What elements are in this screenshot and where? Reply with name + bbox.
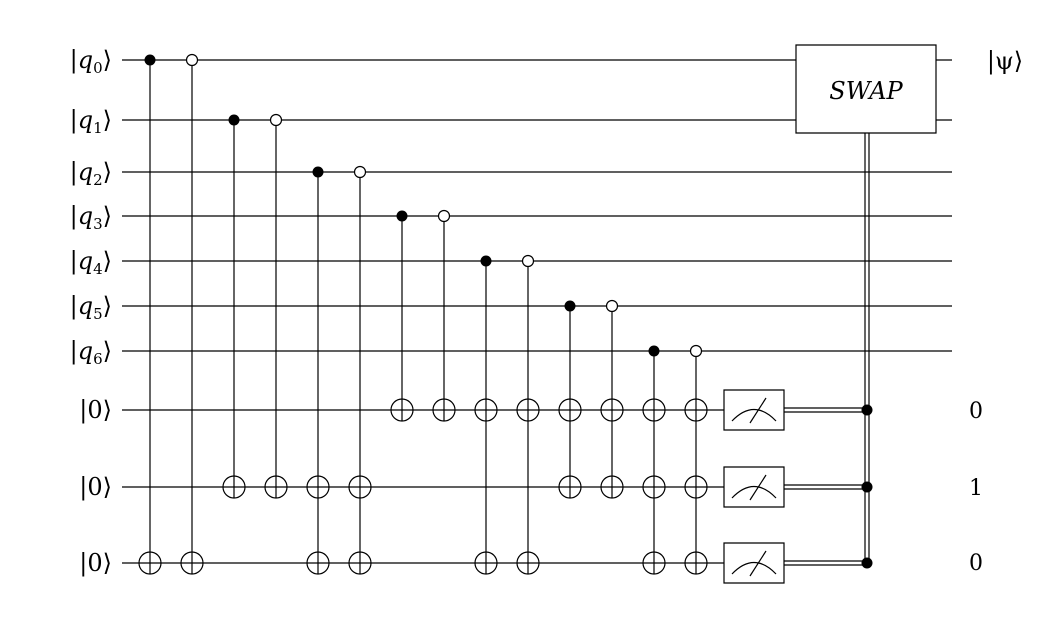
cnot-gate-4 [307, 166, 329, 575]
control-dot-open [607, 301, 618, 312]
cnot-gate-11 [601, 301, 623, 499]
cnot-gate-0 [139, 54, 161, 575]
classical-control-dot-0 [861, 404, 873, 416]
swap-gate-box [796, 45, 936, 133]
cnot-gate-5 [349, 167, 371, 575]
meter-box [724, 390, 784, 430]
classical-control-dot-2 [861, 557, 873, 569]
input-label-7: |0⟩ [79, 396, 112, 425]
meter-needle [750, 475, 766, 500]
control-dot-closed [564, 300, 576, 312]
control-dot-open [271, 115, 282, 126]
input-label-0: |q0⟩ [70, 46, 112, 77]
input-label-8: |0⟩ [79, 473, 112, 502]
input-label-1: |q1⟩ [70, 106, 112, 137]
measurement-layer [724, 133, 873, 583]
output-state-label: |ψ⟩ [987, 47, 1023, 76]
control-dot-open [691, 346, 702, 357]
output-labels: |ψ⟩ 0 1 0 [969, 47, 1023, 576]
input-labels: |q0⟩ |q1⟩ |q2⟩ |q3⟩ |q4⟩ |q5⟩ |q6⟩ |0⟩ |0⟩ |0⟩ [70, 46, 112, 578]
swap-gate-label: SWAP [829, 77, 903, 105]
cnot-gate-10 [559, 300, 581, 499]
swap-layer: SWAP [796, 45, 936, 133]
measurement-meter-0 [724, 390, 784, 430]
control-dot-open [523, 256, 534, 267]
control-dot-open [355, 167, 366, 178]
cnot-gate-3 [265, 115, 287, 499]
measurement-meter-2 [724, 543, 784, 583]
cnot-gate-12 [643, 345, 665, 575]
input-label-3: |q3⟩ [70, 202, 112, 233]
meter-arc [732, 410, 776, 422]
measurement-result-3: 0 [969, 551, 983, 576]
cnot-gate-13 [685, 346, 707, 575]
control-dot-closed [228, 114, 240, 126]
measurement-result-1: 0 [969, 399, 983, 424]
cnot-gate-1 [181, 55, 203, 575]
meter-arc [732, 487, 776, 499]
cnot-gate-7 [433, 211, 455, 422]
meter-needle [750, 551, 766, 576]
cnot-gate-8 [475, 255, 497, 575]
gates-layer [139, 55, 707, 575]
measurement-meter-1 [724, 467, 784, 507]
wires-layer [122, 60, 952, 563]
meter-arc [732, 563, 776, 575]
input-label-5: |q5⟩ [70, 292, 112, 323]
cnot-gate-2 [223, 114, 245, 499]
control-dot-closed [144, 54, 156, 66]
control-dot-open [187, 55, 198, 66]
input-label-9: |0⟩ [79, 549, 112, 578]
control-dot-open [439, 211, 450, 222]
cnot-gate-9 [517, 256, 539, 575]
input-label-2: |q2⟩ [70, 158, 112, 189]
control-dot-closed [396, 210, 408, 222]
classical-control-dot-1 [861, 481, 873, 493]
cnot-gate-6 [391, 210, 413, 422]
control-dot-closed [480, 255, 492, 267]
meter-needle [750, 398, 766, 423]
input-label-6: |q6⟩ [70, 337, 112, 368]
measurement-result-2: 1 [969, 476, 983, 501]
control-dot-closed [648, 345, 660, 357]
control-dot-closed [312, 166, 324, 178]
input-label-4: |q4⟩ [70, 247, 112, 278]
